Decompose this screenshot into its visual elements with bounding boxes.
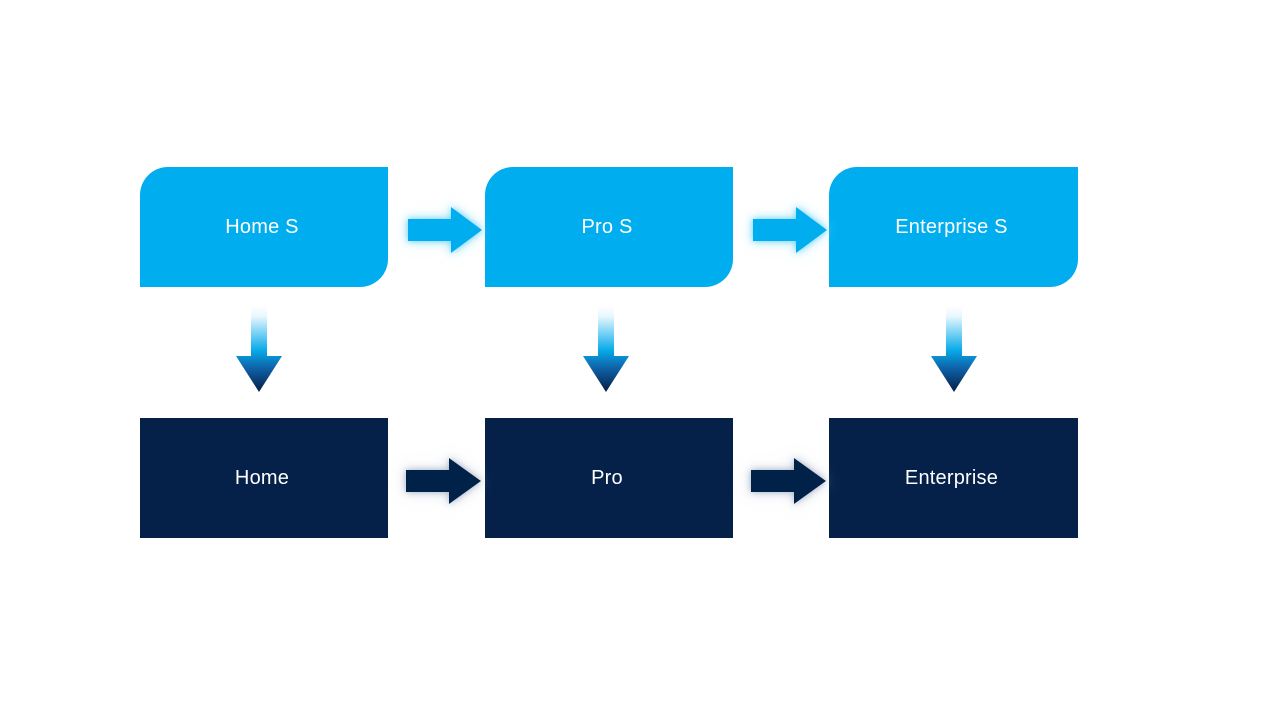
arrow-right-icon [406, 458, 481, 504]
arrow-right-icon [753, 207, 827, 253]
arrow-right-icon [751, 458, 826, 504]
node-label: Enterprise [904, 467, 999, 489]
node-home-s[interactable]: Home S [140, 167, 388, 287]
node-enterprise[interactable]: Enterprise [829, 418, 1078, 538]
node-label: Pro S [581, 216, 633, 238]
node-home[interactable]: Home [140, 418, 388, 538]
node-pro[interactable]: Pro [485, 418, 733, 538]
node-enterprise-s[interactable]: Enterprise S [829, 167, 1078, 287]
node-pro-s[interactable]: Pro S [485, 167, 733, 287]
node-label: Pro [591, 467, 623, 489]
arrow-right-icon [408, 207, 482, 253]
node-label: Enterprise S [895, 216, 1008, 238]
arrow-down-icon [931, 306, 977, 392]
arrow-down-icon [583, 306, 629, 392]
node-label: Home S [225, 216, 299, 238]
arrow-down-icon [236, 306, 282, 392]
node-label: Home [234, 467, 290, 489]
